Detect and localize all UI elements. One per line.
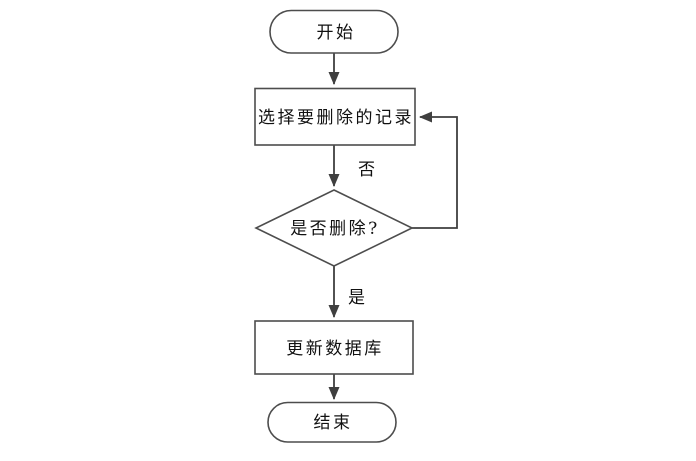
- start-node: [269, 9, 399, 54]
- arrow-loopback-no: [412, 111, 458, 229]
- start-node-label: 开始: [317, 23, 356, 43]
- edge-label-no: 否: [358, 160, 375, 180]
- confirm-delete-decision-label: 是否删除?: [290, 219, 380, 239]
- update-database-node: [254, 320, 414, 375]
- edge-label-yes: 是: [348, 288, 365, 308]
- end-node-label: 结束: [314, 413, 353, 433]
- select-record-node-label: 选择要删除的记录: [258, 108, 414, 128]
- confirm-delete-decision-node: [254, 189, 414, 267]
- select-record-node: [254, 87, 416, 146]
- update-database-node-label: 更新数据库: [286, 339, 384, 359]
- end-node: [267, 401, 397, 443]
